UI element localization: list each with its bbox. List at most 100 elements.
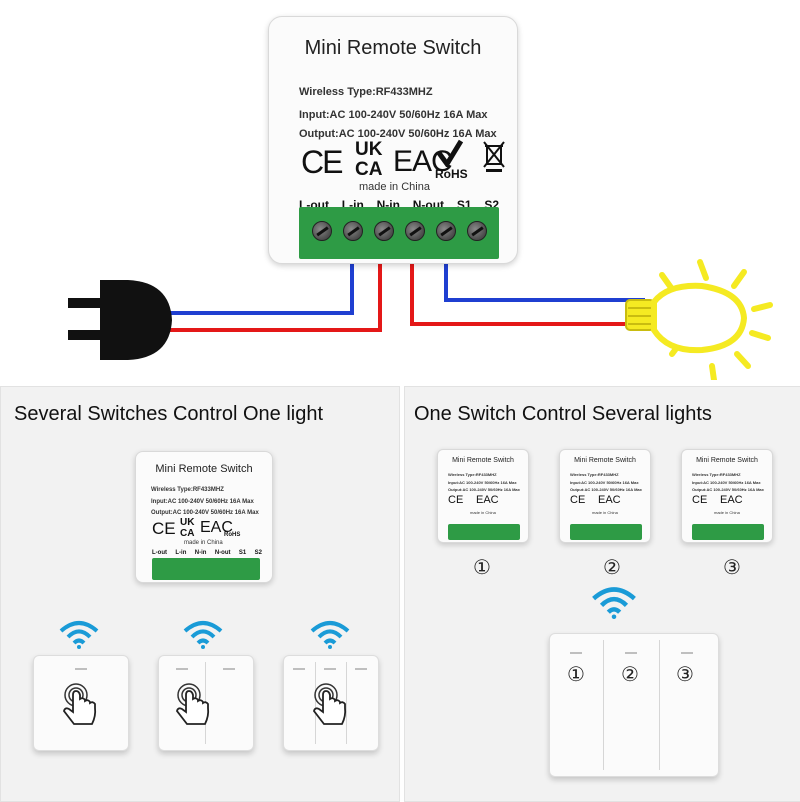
gang-label-2: ② [621,664,639,686]
panel-title-several-switches: Several Switches Control One light [14,403,324,425]
terminal-screw [343,221,363,241]
pin-label-s1: S1 [238,550,247,556]
module-made-in: made in China [470,510,496,515]
module-title: Mini Remote Switch [452,457,514,464]
led-indicator [75,668,87,670]
module-wireless-type: Wireless Type:RF433MHZ [692,472,741,477]
pin-label-n-in: N-in [194,550,207,556]
wire-blue-out [444,262,645,302]
module-input-spec: Input:AC 100-240V 50/60Hz 16A Max [448,480,517,485]
led-indicator [355,668,367,670]
module-wireless-type: Wireless Type:RF433MHZ [151,487,224,493]
led-indicator [176,668,188,670]
terminal-block [692,524,764,540]
gang-label-1: ① [567,664,585,686]
label-number-3: ③ [723,557,741,579]
ce-mark: CE [301,144,343,180]
module-made-in: made in China [184,540,223,546]
module-input-spec: Input:AC 100-240V 50/60Hz 16A Max [151,499,254,505]
module-title: Mini Remote Switch [304,37,482,59]
terminal-screw [374,221,394,241]
touch-hand-icon [176,683,210,725]
gang-divider [659,640,660,770]
ukca-mark-ca: CA [180,528,195,539]
terminal-screw [467,221,487,241]
terminal-block [152,558,260,580]
module-input-spec: Input:AC 100-240V 50/60Hz 16A Max [570,480,639,485]
module-output-spec: Output:AC 100-240V 50/60Hz 16A Max [151,510,259,516]
rohs-mark: RoHS [435,167,468,181]
wall-switch-1-gang[interactable] [33,655,129,751]
rohs-mark: RoHS [224,532,241,538]
module-title: Mini Remote Switch [155,463,253,475]
ce-mark: CE [448,494,464,506]
ukca-mark-ca: CA [355,159,383,180]
mini-remote-switch-module-small: Mini Remote Switch Wireless Type:RF433MH… [135,451,273,583]
wall-switch-3-gang-large[interactable]: ① ② ③ [549,633,719,777]
module-output-spec: Output:AC 100-240V 50/60Hz 16A Max [448,487,520,492]
led-indicator [625,652,637,654]
module-output-spec: Output:AC 100-240V 50/60Hz 16A Max [692,487,764,492]
module-output-spec: Output:AC 100-240V 50/60Hz 16A Max [570,487,642,492]
mini-remote-switch-module-1: Mini Remote Switch Wireless Type:RF433MH… [437,449,529,543]
eac-mark: EAC [598,494,621,506]
wire-blue-in [165,262,354,315]
plug-icon [68,280,172,360]
module-title: Mini Remote Switch [574,457,636,464]
led-indicator [293,668,305,670]
mini-remote-switch-module-2: Mini Remote Switch Wireless Type:RF433MH… [559,449,651,543]
led-indicator [681,652,693,654]
module-wireless-type: Wireless Type:RF433MHZ [570,472,619,477]
led-indicator [570,652,582,654]
wall-switch-3-gang[interactable] [283,655,379,751]
terminal-block [299,207,499,259]
light-bulb-icon [625,259,773,380]
gang-divider [315,662,316,744]
wire-red-in [165,262,382,332]
label-number-1: ① [473,557,491,579]
pin-label-n-out: N-out [214,550,231,556]
label-number-2: ② [603,557,621,579]
panel-several-switches: Several Switches Control One light Mini … [0,386,400,802]
touch-hand-icon [313,683,347,725]
pin-label-s2: S2 [254,550,262,556]
ce-mark: CE [692,494,708,506]
eac-mark: EAC [476,494,499,506]
pin-label-l-out: L-out [152,550,167,556]
weee-bin-icon [483,141,505,172]
gang-divider [603,640,604,770]
wifi-signal-icon [592,587,636,619]
led-indicator [223,668,235,670]
eac-mark: EAC [200,519,233,536]
gang-divider [346,662,347,744]
module-made-in: made in China [592,510,618,515]
touch-hand-icon [63,683,97,725]
mini-remote-switch-module-3: Mini Remote Switch Wireless Type:RF433MH… [681,449,773,543]
check-mark-icon [437,139,463,167]
module-pin-labels: L-out L-in N-in N-out S1 S2 [152,550,262,556]
ce-mark: CE [570,494,586,506]
panel-title-one-switch: One Switch Control Several lights [414,403,712,425]
ukca-mark-uk: UK [355,139,383,160]
terminal-screw [436,221,456,241]
module-wireless-type: Wireless Type:RF433MHZ [299,86,433,98]
module-input-spec: Input:AC 100-240V 50/60Hz 16A Max [692,480,761,485]
module-title: Mini Remote Switch [696,457,758,464]
terminal-block [448,524,520,540]
gang-label-3: ③ [676,664,694,686]
pin-label-l-in: L-in [175,550,187,556]
panel-one-switch: One Switch Control Several lights Mini R… [404,386,800,802]
mini-remote-switch-module: Mini Remote Switch Wireless Type:RF433MH… [268,16,518,264]
module-input-spec: Input:AC 100-240V 50/60Hz 16A Max [299,109,488,121]
module-made-in: made in China [359,181,430,193]
wifi-signal-icon [59,621,99,649]
module-wireless-type: Wireless Type:RF433MHZ [448,472,497,477]
eac-mark: EAC [720,494,743,506]
terminal-screw [312,221,332,241]
module-made-in: made in China [714,510,740,515]
wiring-diagram [68,259,773,380]
terminal-block [570,524,642,540]
wire-red-out [410,262,645,326]
ce-mark: CE [152,519,176,538]
wall-switch-2-gang[interactable] [158,655,254,751]
